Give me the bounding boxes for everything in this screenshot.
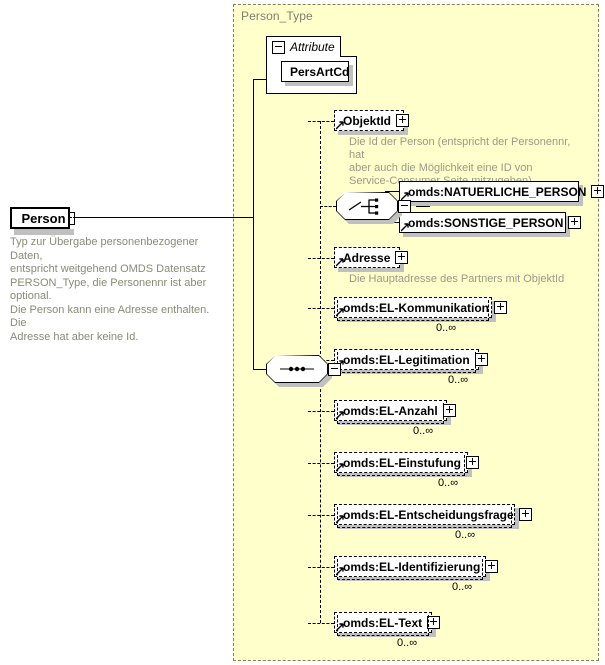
element-el-legitimation-occurrence: 0..∞ [448, 374, 469, 386]
complex-type-label: Person_Type [241, 9, 313, 23]
ref-arrow-icon [336, 463, 344, 472]
element-el-einstufung[interactable]: omds:EL-Einstufung [334, 452, 479, 477]
element-el-anzahl-occurrence: 0..∞ [413, 425, 434, 437]
element-objektid[interactable]: ObjektId [334, 110, 410, 135]
sequence-compositor[interactable] [266, 355, 346, 387]
ref-arrow-icon [401, 192, 409, 201]
connector-trunk-down [253, 217, 254, 369]
element-el-entscheidungsfrage[interactable]: omds:EL-Entscheidungsfrage [334, 504, 532, 529]
connector-objektid [308, 121, 334, 122]
element-adresse-expand-icon[interactable] [395, 251, 409, 264]
element-el-kommunikation[interactable]: omds:EL-Kommunikation [334, 297, 507, 322]
element-el-kommunikation-label: omds:EL-Kommunikation [343, 300, 489, 315]
element-el-text-occurrence: 0..∞ [397, 637, 418, 649]
element-el-text[interactable]: omds:EL-Text [334, 612, 441, 637]
element-sonstige-person[interactable]: omds:SONSTIGE_PERSON [399, 212, 582, 237]
element-el-legitimation-expand-icon[interactable] [474, 353, 488, 366]
attribute-panel-tab[interactable]: Attribute [266, 36, 341, 57]
connector-children-trunk-upper [320, 121, 321, 369]
connector-el-entscheidungsfrage [308, 515, 334, 516]
sequence-toggle[interactable] [328, 363, 341, 381]
connector-attribute-branch [253, 79, 266, 80]
element-el-identifizierung-occurrence: 0..∞ [452, 581, 473, 593]
element-el-legitimation[interactable]: omds:EL-Legitimation [334, 349, 488, 374]
element-sonstige-person-label: omds:SONSTIGE_PERSON [408, 215, 564, 230]
choice-toggle[interactable] [398, 200, 411, 218]
element-el-entscheidungsfrage-occurrence: 0..∞ [455, 529, 476, 541]
ref-arrow-icon [336, 308, 344, 317]
root-element-person[interactable]: Person [10, 207, 70, 229]
connector-choice-branch-1 [385, 191, 399, 192]
attribute-persartcd-label: PersArtCd [290, 64, 350, 79]
element-el-identifizierung-label: omds:EL-Identifizierung [343, 559, 481, 574]
element-el-text-expand-icon[interactable] [427, 616, 441, 629]
root-element-annotation: Typ zur Übergabe personenbezogener Daten… [10, 236, 210, 343]
element-adresse-label: Adresse [343, 250, 391, 265]
attribute-panel-title: Attribute [290, 40, 335, 54]
element-adresse[interactable]: Adresse [334, 247, 409, 272]
root-element-shadow [14, 229, 74, 235]
element-el-anzahl[interactable]: omds:EL-Anzahl [334, 400, 456, 425]
choice-icon [348, 198, 379, 215]
element-el-kommunikation-occurrence: 0..∞ [436, 322, 457, 334]
root-element-label: Person [21, 210, 66, 226]
connector-children-trunk-lower [320, 369, 321, 623]
ref-arrow-icon [336, 623, 344, 632]
connector-el-kommunikation [308, 308, 334, 309]
element-natuerliche-person-expand-icon[interactable] [591, 185, 605, 198]
element-el-einstufung-label: omds:EL-Einstufung [343, 455, 461, 470]
connector-trunk-up [253, 79, 254, 218]
connector-sequence-branch [253, 369, 266, 370]
element-el-text-label: omds:EL-Text [343, 615, 423, 630]
element-el-identifizierung-expand-icon[interactable] [485, 560, 499, 573]
element-el-entscheidungsfrage-expand-icon[interactable] [518, 508, 532, 521]
element-el-anzahl-label: omds:EL-Anzahl [343, 403, 438, 418]
attribute-persartcd[interactable]: PersArtCd [281, 61, 353, 86]
element-natuerliche-person[interactable]: omds:NATUERLICHE_PERSON [399, 181, 605, 206]
element-adresse-description: Die Hauptadresse des Partners mit Objekt… [349, 273, 565, 285]
element-natuerliche-person-label: omds:NATUERLICHE_PERSON [408, 184, 587, 199]
connector-el-einstufung [308, 463, 334, 464]
ref-arrow-icon [336, 411, 344, 420]
element-el-kommunikation-expand-icon[interactable] [494, 301, 507, 314]
connector-root-horizontal [73, 217, 253, 218]
ref-arrow-icon [336, 515, 344, 524]
element-el-identifizierung[interactable]: omds:EL-Identifizierung [334, 556, 499, 581]
ref-arrow-icon [336, 258, 344, 267]
element-el-anzahl-expand-icon[interactable] [442, 404, 456, 417]
connector-el-identifizierung [308, 567, 334, 568]
choice-compositor[interactable] [336, 192, 416, 224]
element-sonstige-person-expand-icon[interactable] [568, 216, 582, 229]
element-el-legitimation-label: omds:EL-Legitimation [343, 352, 470, 367]
connector-el-anzahl [308, 411, 334, 412]
element-el-einstufung-occurrence: 0..∞ [438, 477, 459, 489]
ref-arrow-icon [401, 223, 409, 232]
ref-arrow-icon [336, 121, 344, 130]
connector-adresse [308, 258, 334, 259]
element-el-einstufung-expand-icon[interactable] [465, 456, 479, 469]
connector-choice-in [320, 206, 336, 207]
element-objektid-label: ObjektId [343, 113, 392, 128]
sequence-icon [280, 366, 314, 372]
complex-type-container [233, 4, 599, 661]
attribute-panel-shadow [4, 24, 95, 62]
connector-choice-out [416, 206, 430, 207]
ref-arrow-icon [336, 567, 344, 576]
element-objektid-expand-icon[interactable] [396, 114, 410, 127]
attribute-collapse-icon[interactable] [272, 40, 285, 54]
element-el-entscheidungsfrage-label: omds:EL-Entscheidungsfrage [343, 507, 514, 522]
connector-el-text [308, 623, 334, 624]
